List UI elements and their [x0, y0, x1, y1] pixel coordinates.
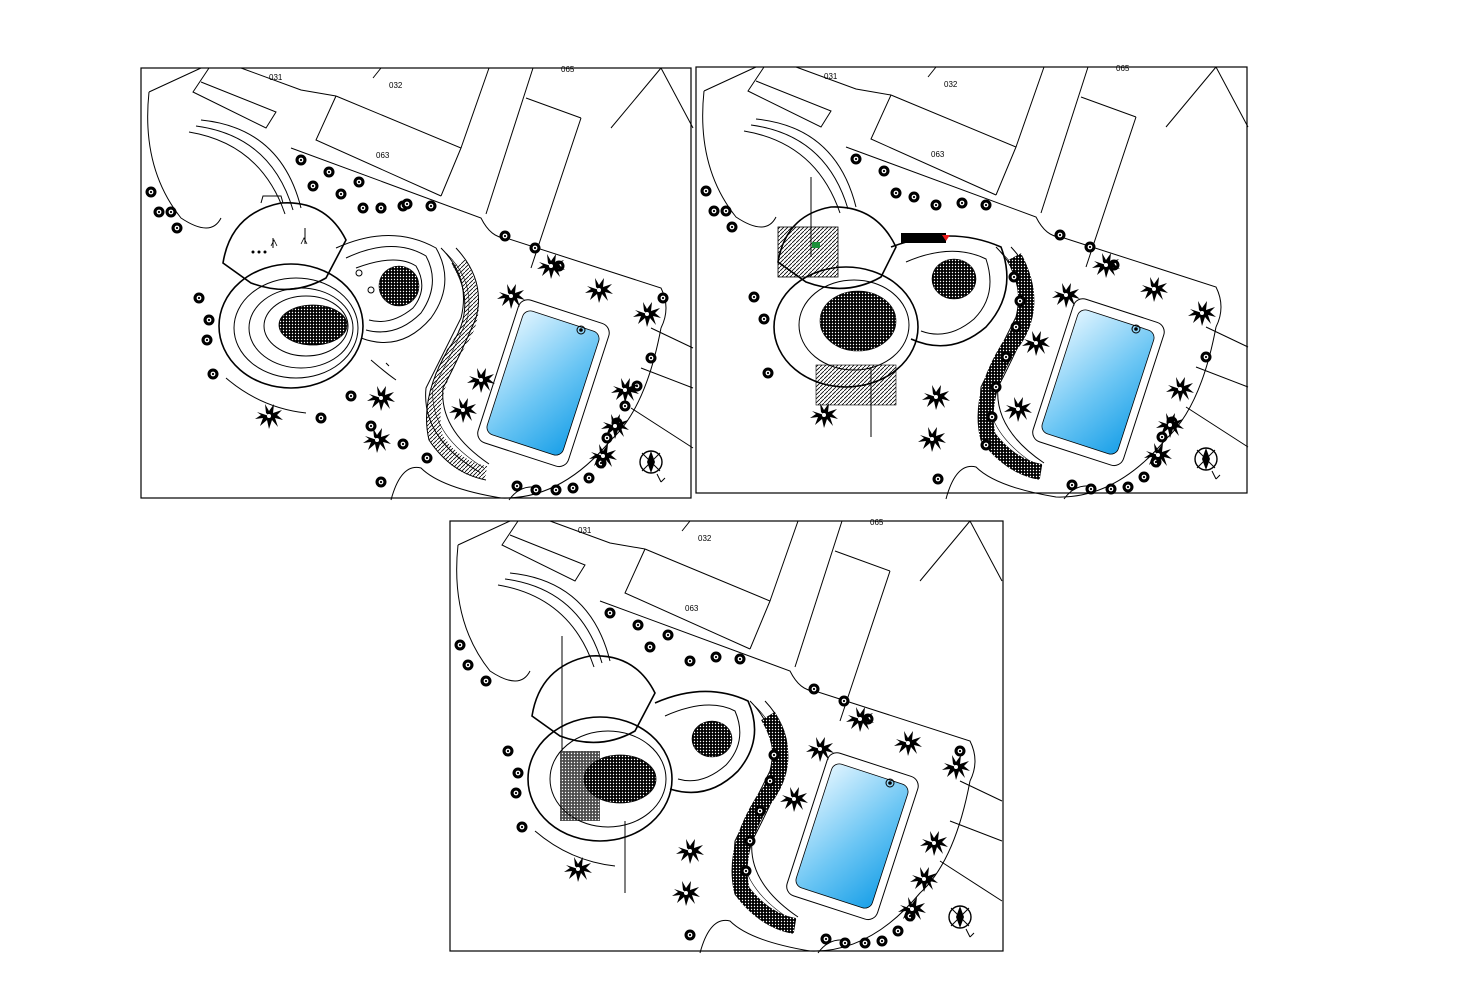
parcel-label-065: 065 — [1116, 64, 1130, 73]
parcel-label-032: 032 — [698, 534, 712, 543]
parcel-label-031: 031 — [269, 73, 283, 82]
parcel-label-063: 063 — [931, 150, 945, 159]
parcel-label-031: 031 — [824, 72, 838, 81]
parcel-label-065: 065 — [561, 65, 575, 74]
sheet-3: 031 032 065 063 — [449, 518, 1004, 954]
sheet-1: 031 032 065 063 — [140, 65, 694, 501]
parcel-label-032: 032 — [944, 80, 958, 89]
sheet-2: 031 032 065 063 — [695, 64, 1249, 500]
parcel-label-063: 063 — [685, 604, 699, 613]
parcel-label-031: 031 — [578, 526, 592, 535]
building-amphitheatre — [218, 195, 446, 414]
building-furnished — [773, 177, 1008, 437]
building-seating — [527, 636, 756, 893]
parcel-label-063: 063 — [376, 151, 390, 160]
parcel-label-065: 065 — [870, 518, 884, 527]
parcel-label-032: 032 — [389, 81, 403, 90]
